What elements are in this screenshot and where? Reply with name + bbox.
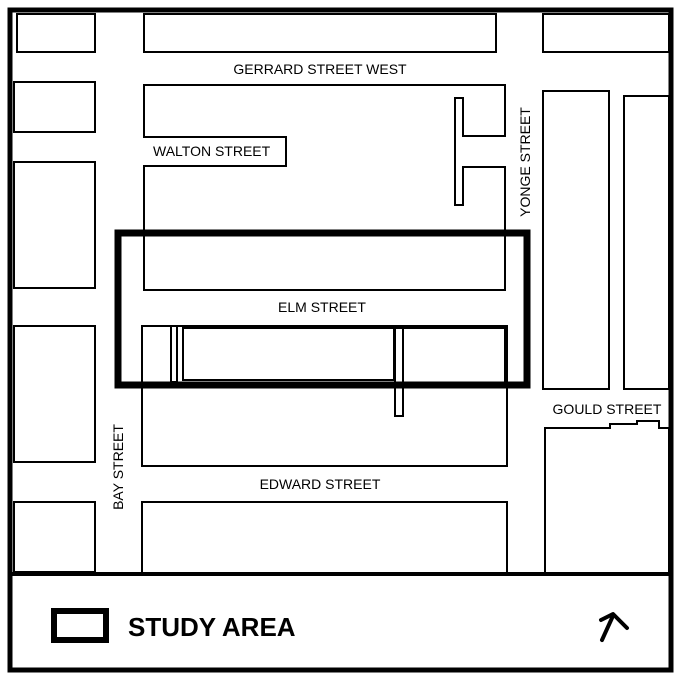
block-gerrard-elm [143, 84, 506, 291]
block-top-left [16, 13, 96, 53]
north-arrow-icon [599, 612, 629, 642]
street-label-gerrard: GERRARD STREET WEST [233, 61, 407, 77]
block-east-south [544, 420, 670, 575]
block-edward-south [141, 501, 508, 575]
block-elm-edward-strip [170, 325, 178, 383]
study-area-outline [114, 229, 531, 389]
study-area-legend-swatch [51, 608, 109, 643]
street-label-edward: EDWARD STREET [260, 476, 381, 492]
street-label-yonge: YONGE STREET [517, 107, 533, 217]
street-label-walton: WALTON STREET [153, 143, 271, 159]
study-area-legend-label: STUDY AREA [128, 612, 296, 642]
block-left-2 [13, 161, 96, 289]
block-top-right [542, 13, 670, 53]
block-east-1 [542, 90, 610, 390]
street-label-bay: BAY STREET [110, 424, 126, 510]
block-top-center [143, 13, 497, 53]
block-left-3 [13, 325, 96, 463]
street-label-gould: GOULD STREET [553, 401, 662, 417]
block-left-1 [13, 81, 96, 133]
street-label-elm: ELM STREET [278, 299, 366, 315]
block-elm-edward-stub [394, 327, 404, 417]
block-elm-edward-inner-right [402, 327, 506, 385]
block-elm-edward-inner [182, 327, 395, 381]
block-east-2 [623, 95, 670, 390]
block-left-4 [13, 501, 96, 573]
